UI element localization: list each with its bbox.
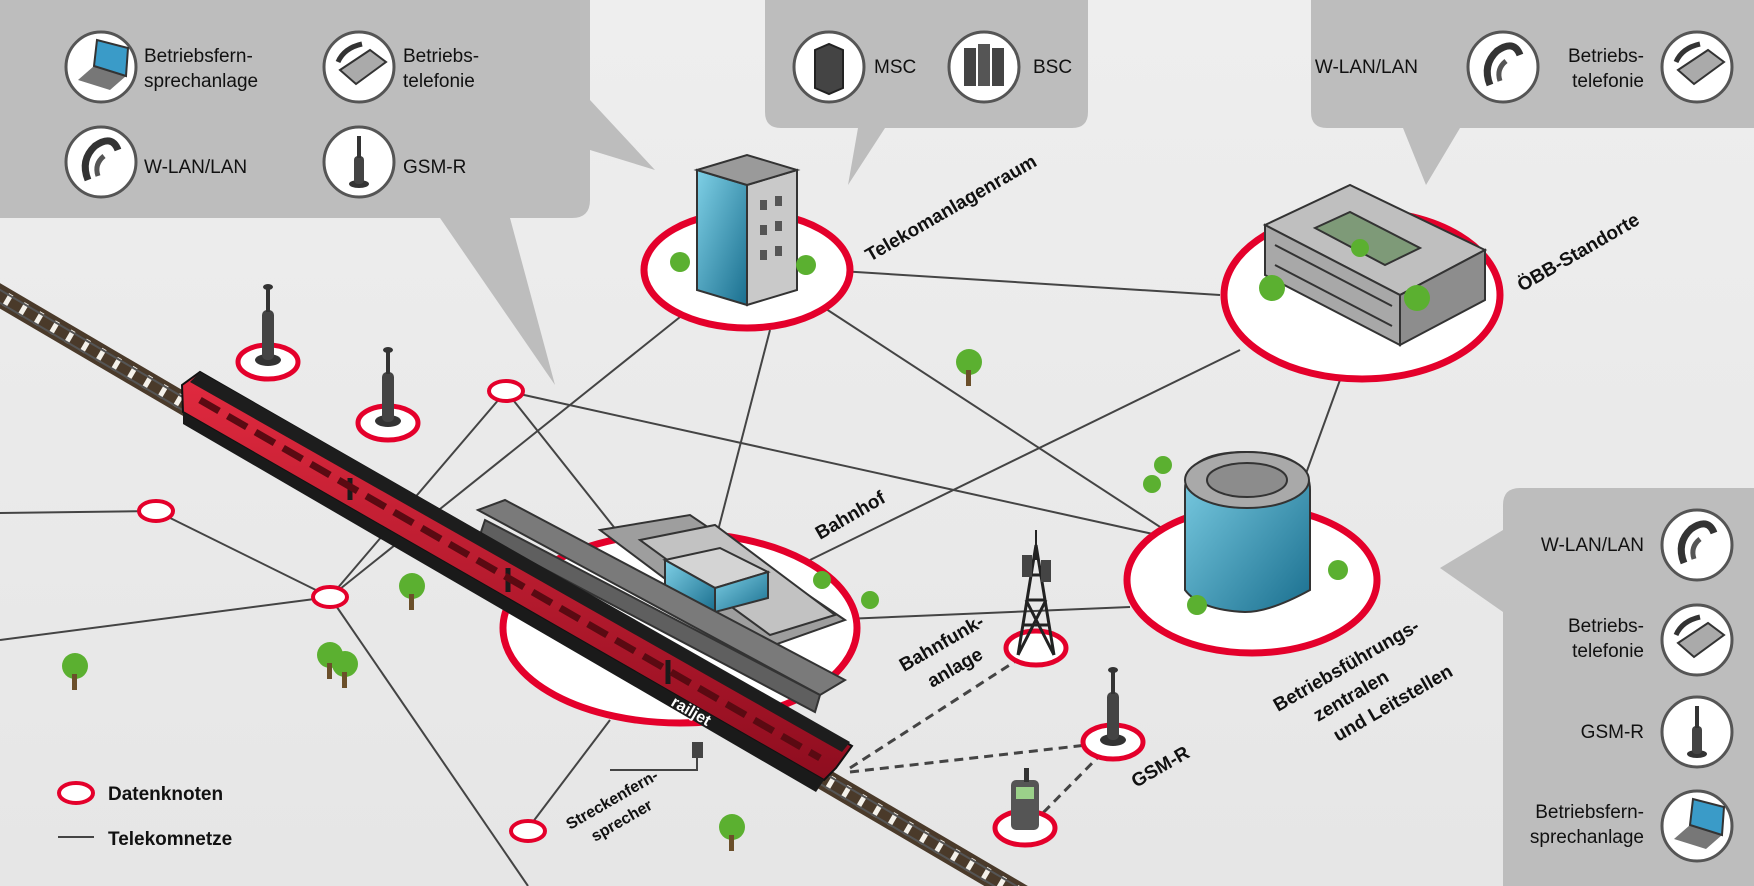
panel-top-center-items: MSC BSC	[792, 30, 1072, 104]
panel-top-right	[1311, 0, 1754, 185]
betriebsfuehrung-building	[1184, 450, 1348, 615]
laptop-icon	[64, 30, 138, 104]
desk-phone-icon	[1660, 30, 1734, 104]
trackside-phone	[610, 742, 703, 771]
panel-label: Betriebsfern-	[144, 46, 253, 67]
panel-right-items: W-LAN/LAN Betriebs- telefonie GSM-R Betr…	[1530, 508, 1734, 863]
label-telekomanlagenraum: Telekomanlagenraum	[862, 151, 1040, 266]
panel-label: W-LAN/LAN	[1315, 57, 1418, 78]
label-oebb-standorte: ÖBB-Standorte	[1514, 210, 1643, 297]
panel-label: Betriebs-	[1568, 46, 1644, 67]
wlan-lan-icon	[64, 125, 138, 199]
oebb-standorte-building	[1259, 183, 1488, 347]
panel-label: W-LAN/LAN	[1541, 535, 1644, 556]
panel-right	[1440, 488, 1754, 886]
bahnhof-building	[475, 498, 879, 714]
desk-phone-icon	[1660, 603, 1734, 677]
telekomanlagenraum-building	[670, 153, 816, 307]
data-node	[487, 379, 525, 403]
server-icon	[792, 30, 866, 104]
panel-label: BSC	[1033, 57, 1072, 78]
panel-label: sprechanlage	[144, 71, 258, 92]
radio-links	[849, 646, 1115, 828]
tree	[62, 349, 1172, 851]
desk-phone-icon	[322, 30, 396, 104]
panel-top-left-items: Betriebsfern- sprechanlage Betriebs- tel…	[64, 30, 479, 199]
legend-telekomnetze-label: Telekomnetze	[108, 829, 232, 850]
radio-tower-node	[1003, 530, 1069, 668]
panel-label: Betriebs-	[1568, 616, 1644, 637]
panel-label: Betriebsfern-	[1535, 802, 1644, 823]
label-bahnhof: Bahnhof	[812, 487, 890, 544]
gsm-r-antenna-node	[235, 284, 301, 382]
gsm-r-antenna-node	[355, 347, 421, 443]
panel-label: telefonie	[1572, 641, 1644, 662]
wlan-lan-icon	[1660, 508, 1734, 582]
panel-label: MSC	[874, 57, 916, 78]
panel-top-left	[0, 0, 655, 385]
laptop-icon	[1660, 789, 1734, 863]
data-node	[137, 499, 175, 523]
gsm-r-antenna-icon	[322, 125, 396, 199]
panel-top-right-items: W-LAN/LAN Betriebs- telefonie	[1315, 30, 1734, 104]
panel-label: GSM-R	[1581, 722, 1644, 743]
panel-label: sprechanlage	[1530, 827, 1644, 848]
legend-datenknoten-symbol	[57, 781, 95, 805]
panel-label: telefonie	[1572, 71, 1644, 92]
panel-label: GSM-R	[403, 157, 466, 178]
gsm-r-antenna-icon	[1660, 695, 1734, 769]
server-rack-icon	[947, 30, 1021, 104]
gsm-r-antenna-node	[1080, 667, 1146, 762]
panel-label: W-LAN/LAN	[144, 157, 247, 178]
legend: Datenknoten Telekomnetze	[57, 781, 232, 850]
data-node	[509, 819, 547, 843]
railjet-train: railjet	[180, 370, 854, 792]
panel-label: Betriebs-	[403, 46, 479, 67]
handheld-radio-node	[992, 768, 1058, 848]
data-node	[311, 585, 349, 609]
wlan-lan-icon	[1466, 30, 1540, 104]
legend-datenknoten-label: Datenknoten	[108, 784, 223, 805]
panel-label: telefonie	[403, 71, 475, 92]
